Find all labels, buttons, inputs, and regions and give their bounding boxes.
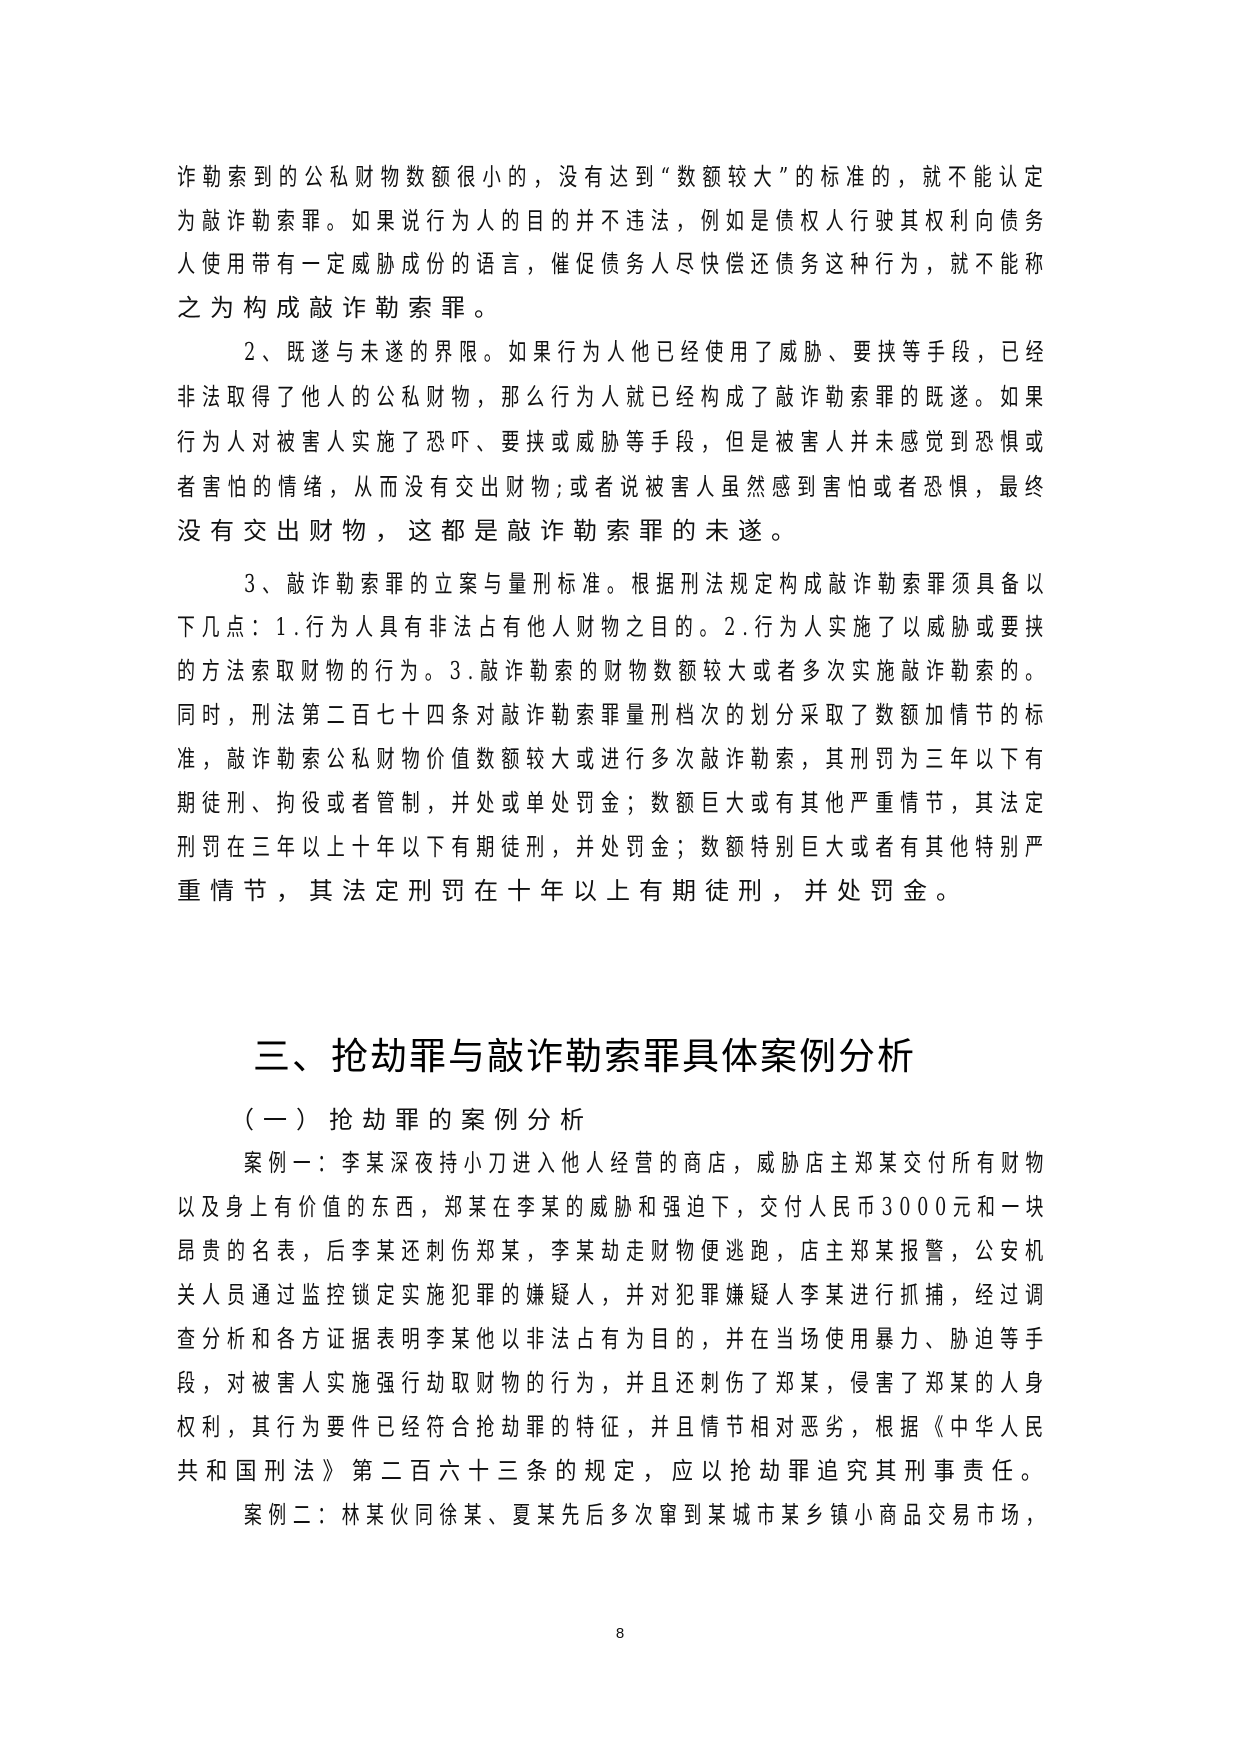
paragraph-3-line: 期徒刑、拘役或者管制，并处或单处罚金；数额巨大或有其他严重情节，其法定 — [177, 789, 1050, 817]
paragraph-2-line: 没有交出财物，这都是敲诈勒索罪的未遂。 — [177, 517, 804, 545]
paragraph-3-line: 重情节，其法定刑罚在十年以上有期徒刑，并处罚金。 — [177, 877, 969, 905]
page-number: 8 — [615, 1625, 625, 1642]
paragraph-2-line: 行为人对被害人实施了恐吓、要挟或威胁等手段，但是被害人并未感觉到恐惧或 — [177, 428, 1050, 456]
case-1-line: 案例一：李某深夜持小刀进入他人经营的商店，威胁店主郑某交付所有财物 — [244, 1149, 1050, 1177]
section-heading: 三、抢劫罪与敲诈勒索罪具体案例分析 — [253, 1035, 916, 1078]
paragraph-3-line: 准，敲诈勒索公私财物价值数额较大或进行多次敲诈勒索，其刑罚为三年以下有 — [177, 745, 1050, 773]
case-1-line: 以及身上有价值的东西，郑某在李某的威胁和强迫下，交付人民币3000元和一块 — [177, 1193, 1051, 1221]
paragraph-1-line: 诈勒索到的公私财物数额很小的，没有达到“数额较大”的标准的，就不能认定 — [177, 163, 1050, 191]
case-1-line: 查分析和各方证据表明李某他以非法占有为目的，并在当场使用暴力、胁迫等手 — [177, 1325, 1050, 1353]
paragraph-2-line: 者害怕的情绪，从而没有交出财物;或者说被害人虽然感到害怕或者恐惧，最终 — [177, 473, 1051, 501]
case-1-line: 共和国刑法》第二百六十三条的规定，应以抢劫罪追究其刑事责任。 — [177, 1457, 1050, 1485]
paragraph-3-line: 同时，刑法第二百七十四条对敲诈勒索罪量刑档次的划分采取了数额加情节的标 — [177, 701, 1050, 729]
paragraph-2-line: 2、既遂与未遂的界限。如果行为人他已经使用了威胁、要挟等手段，已经 — [244, 338, 1051, 366]
paragraph-3-line: 下几点：1.行为人具有非法占有他人财物之目的。2.行为人实施了以威胁或要挟 — [177, 613, 1050, 641]
paragraph-1-line: 之为构成敲诈勒索罪。 — [177, 294, 507, 322]
paragraph-3-line: 3、敲诈勒索罪的立案与量刑标准。根据刑法规定构成敲诈勒索罪须具备以 — [244, 570, 1051, 598]
paragraph-1-line: 为敲诈勒索罪。如果说行为人的目的并不违法，例如是债权人行驶其权利向债务 — [177, 207, 1050, 235]
paragraph-1-line: 人使用带有一定威胁成份的语言，催促债务人尽快偿还债务这种行为，就不能称 — [177, 250, 1050, 278]
case-2-line: 案例二：林某伙同徐某、夏某先后多次窜到某城市某乡镇小商品交易市场， — [244, 1501, 1050, 1529]
case-1-line: 昂贵的名表，后李某还刺伤郑某，李某劫走财物便逃跑，店主郑某报警，公安机 — [177, 1237, 1050, 1265]
case-1-line: 权利，其行为要件已经符合抢劫罪的特征，并且情节相对恶劣，根据《中华人民 — [177, 1413, 1050, 1441]
case-1-line: 段，对被害人实施强行劫取财物的行为，并且还刺伤了郑某，侵害了郑某的人身 — [177, 1369, 1050, 1397]
subsection-heading: （一）抢劫罪的案例分析 — [230, 1106, 593, 1134]
paragraph-3-line: 的方法索取财物的行为。3.敲诈勒索的财物数额较大或者多次实施敲诈勒索的。 — [177, 657, 1050, 685]
case-1-line: 关人员通过监控锁定实施犯罪的嫌疑人，并对犯罪嫌疑人李某进行抓捕，经过调 — [177, 1281, 1050, 1309]
paragraph-3-line: 刑罚在三年以上十年以下有期徒刑，并处罚金；数额特别巨大或者有其他特别严 — [177, 833, 1050, 861]
paragraph-2-line: 非法取得了他人的公私财物，那么行为人就已经构成了敲诈勒索罪的既遂。如果 — [177, 383, 1050, 411]
